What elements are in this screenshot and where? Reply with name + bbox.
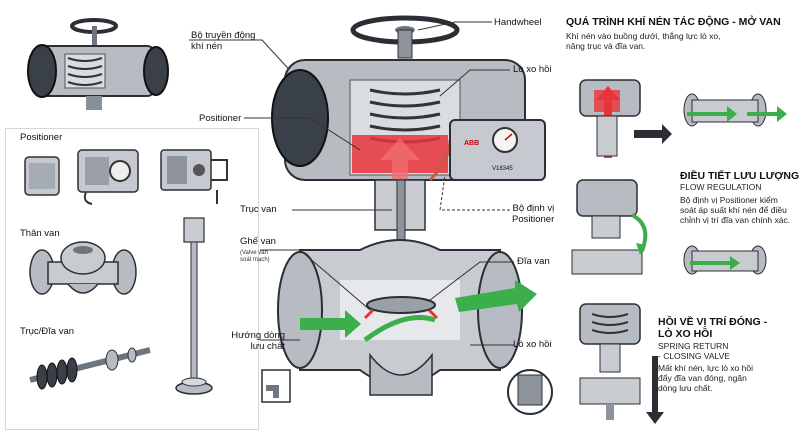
positioner-vi-label: Bộ định vị Positioner bbox=[512, 203, 554, 225]
section2-illustration bbox=[562, 175, 792, 285]
valve-disc bbox=[367, 297, 435, 313]
section1-text: Khí nén vào buồng dưới, thắng lực lò xo,… bbox=[566, 31, 720, 51]
section1-illustration bbox=[562, 70, 792, 160]
section3-text: Mất khí nén, lực lò xo hồi đẩy đĩa van đ… bbox=[658, 363, 753, 393]
section1-title: QUÁ TRÌNH KHÍ NÉN TÁC ĐỘNG - MỞ VAN bbox=[566, 16, 781, 28]
stem-label: Trục van bbox=[240, 204, 277, 215]
section3-subtitle: SPRING RETURN - CLOSING VALVE bbox=[658, 341, 730, 361]
section3-illustration bbox=[570, 296, 660, 431]
positioner-main-label: Positioner bbox=[199, 113, 241, 124]
section3-title: HỒI VỀ VỊ TRÍ ĐÓNG - LÒ XO HỒI bbox=[658, 316, 767, 340]
return-spring-label: Lò xo hồi bbox=[513, 64, 552, 75]
handwheel-label: Handwheel bbox=[494, 17, 542, 28]
positioner-model: V18345 bbox=[492, 164, 513, 175]
return-spring-bottom-label: Lò xo hồi bbox=[513, 339, 552, 350]
seat-label: Ghế van bbox=[240, 236, 276, 247]
seat-note: (Valve van soát mạch) bbox=[240, 250, 270, 264]
positioner-brand: ABB bbox=[464, 138, 479, 149]
flow-direction-label: Hướng dòng lưu chất bbox=[230, 330, 285, 352]
disc-label: Đĩa van bbox=[517, 256, 550, 267]
